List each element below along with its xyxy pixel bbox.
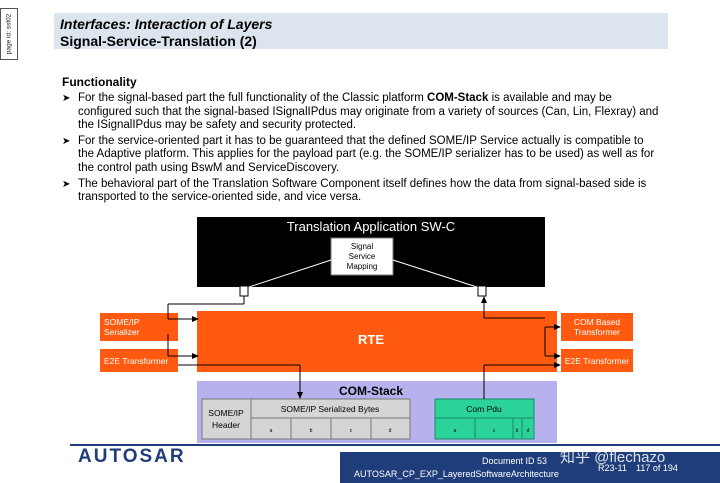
com-pdu-label: Com Pdu (466, 404, 502, 414)
mapping-line-3: Mapping (347, 262, 378, 271)
e2e-right-box (561, 349, 633, 372)
bullet-item: ➤ The behavioral part of the Translation… (62, 178, 662, 205)
arrow-bullet-icon: ➤ (62, 178, 71, 190)
section-heading: Functionality (62, 75, 137, 89)
pdu-label: a (454, 428, 457, 434)
bullet-text: For the signal-based part the full funct… (78, 92, 428, 104)
pdu-label: d (527, 428, 530, 434)
com-pdu-box (434, 398, 535, 419)
serialized-bytes-box (250, 398, 411, 419)
arrow-bullet-icon: ➤ (62, 135, 71, 147)
pdu-cell (474, 417, 514, 440)
footer-band (340, 452, 720, 483)
someip-serializer-line-1: SOME/IP (104, 317, 140, 327)
page-id-tag: page id: sst02 (0, 8, 18, 60)
serialized-bytes-label: SOME/IP Serialized Bytes (281, 404, 380, 414)
someip-header-line-1: SOME/IP (208, 408, 244, 418)
mapping-link-right (392, 259, 481, 289)
com-based-line-2: Transformer (574, 327, 620, 337)
byte-cell (250, 417, 292, 440)
byte-cells: a b c d (250, 417, 411, 440)
swc-block (197, 217, 545, 287)
bullet-list: ➤ For the signal-based part the full fun… (62, 92, 662, 207)
release-label: R23-11 (598, 463, 627, 473)
arrow-bullet-icon: ➤ (62, 93, 71, 104)
right-data-path (481, 296, 561, 399)
e2e-right-label: E2E Transformer (565, 356, 629, 366)
pdu-cell (512, 417, 523, 440)
document-name: AUTOSAR_CP_EXP_LayeredSoftwareArchitectu… (354, 469, 559, 479)
pdu-label: c (493, 428, 496, 434)
mapping-box (330, 237, 394, 276)
e2e-left-label: E2E Transformer (104, 356, 168, 366)
bullet-text: The behavioral part of the Translation S… (78, 177, 647, 204)
pdu-cell (434, 417, 476, 440)
slide-subtitle: Signal-Service-Translation (2) (60, 33, 257, 49)
footer-rule (70, 444, 720, 446)
com-stack-block (197, 381, 557, 443)
someip-header-line-2: Header (212, 420, 240, 430)
port-left (239, 285, 249, 297)
com-based-transformer-box (561, 313, 633, 341)
someip-serializer-line-2: Serializer (104, 327, 140, 337)
swc-title: Translation Application SW-C (287, 219, 455, 234)
someip-serializer-box (100, 313, 178, 341)
mapping-line-1: Signal (351, 242, 373, 251)
port-right (477, 285, 487, 297)
document-id: Document ID 53 (482, 456, 548, 466)
slide-header: Interfaces: Interaction of Layers Signal… (54, 13, 668, 49)
byte-cell (370, 417, 411, 440)
byte-label: a (270, 428, 273, 434)
someip-header-box (201, 398, 252, 440)
pdu-cells: a c b d (434, 417, 535, 440)
rte-label: RTE (358, 332, 384, 347)
e2e-left-box (100, 349, 178, 372)
byte-label: c (350, 428, 353, 434)
watermark: 知乎 @flechazo (560, 449, 666, 466)
page-id-text: page id: sst02 (5, 13, 13, 55)
bullet-item: ➤ For the service-oriented part it has t… (62, 135, 662, 176)
byte-label: d (389, 428, 392, 434)
bullet-bold: COM-Stack (427, 92, 489, 104)
mapping-line-2: Service (349, 252, 376, 261)
pdu-label: b (516, 428, 519, 434)
left-data-path (167, 296, 303, 399)
rte-block (197, 311, 557, 372)
byte-label: b (310, 428, 313, 434)
slide-title: Interfaces: Interaction of Layers (60, 16, 273, 32)
bullet-text: is available and may be configured such … (78, 92, 659, 132)
com-stack-label: COM-Stack (339, 384, 403, 398)
pdu-cell (521, 417, 535, 440)
mapping-link-left (245, 259, 332, 289)
bullet-text: For the service-oriented part it has to … (78, 134, 655, 174)
page-number: 117 of 194 (636, 463, 678, 473)
autosar-logo: AUTOSAR (78, 446, 186, 467)
com-based-line-1: COM Based (574, 317, 621, 327)
byte-cell (330, 417, 372, 440)
bullet-item: ➤ For the signal-based part the full fun… (62, 92, 662, 133)
byte-cell (290, 417, 332, 440)
